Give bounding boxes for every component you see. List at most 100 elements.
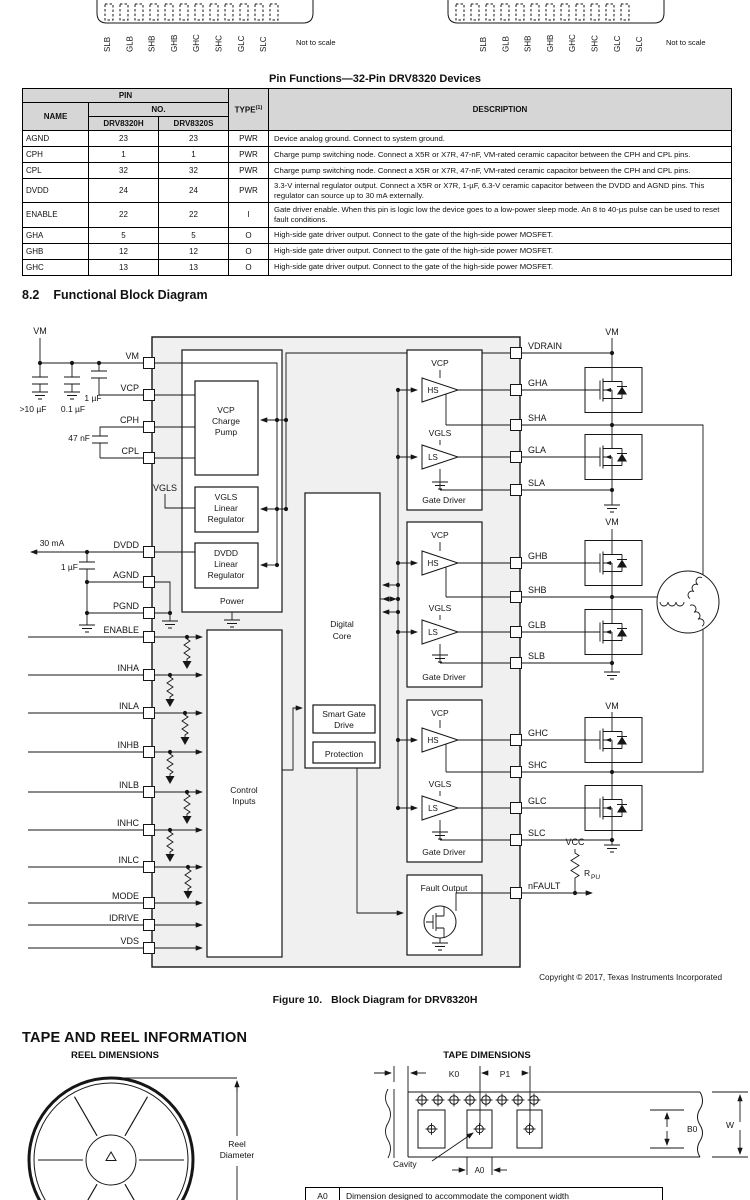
cell-value: 22	[88, 202, 159, 228]
package-pin-stub	[194, 3, 204, 21]
package-pin-stub	[134, 3, 144, 21]
pin-label-pgnd: PGND	[113, 601, 140, 611]
col-drv8320s: DRV8320S	[158, 116, 229, 131]
pin-idrive	[143, 919, 155, 931]
bypass-cap-label: 0.1 µF	[61, 404, 85, 414]
package-pin-stub	[455, 3, 465, 21]
pin-dvdd	[143, 546, 155, 558]
package-pin-stub	[590, 3, 600, 21]
pin-label-vm: VM	[126, 351, 140, 361]
tape-reel-heading: TAPE AND REEL INFORMATION	[22, 1030, 248, 1046]
gate-driver-title: Gate Driver	[422, 672, 466, 682]
vcp-charge-pump-label: Pump	[215, 427, 237, 437]
vgls-regulator-label: Regulator	[208, 514, 245, 524]
package-pin-label: SHC	[215, 35, 224, 52]
ls-driver-label: LS	[428, 628, 438, 637]
pin-label-gla: GLA	[528, 445, 546, 455]
gate-driver-vgls-label: VGLS	[429, 603, 452, 613]
cell-value: 1	[88, 146, 159, 163]
a0-key: A0	[306, 1188, 340, 1200]
cell-value: 13	[158, 258, 229, 276]
pin-ghb	[510, 557, 522, 569]
junction-dot	[283, 417, 289, 423]
junction-dot	[572, 890, 578, 896]
pin-glc	[510, 802, 522, 814]
package-pin-stub	[515, 3, 525, 21]
pin-label-dvdd: DVDD	[113, 540, 139, 550]
reel-dimensions-title: REEL DIMENSIONS	[71, 1050, 159, 1061]
gate-driver-block	[406, 349, 483, 511]
pin-label-ghb: GHB	[528, 551, 548, 561]
pin-label-enable: ENABLE	[103, 625, 139, 635]
cell-description: Charge pump switching node. Connect a X5…	[268, 146, 732, 163]
junction-dot	[37, 360, 43, 366]
cell-value: 32	[88, 162, 159, 179]
junction-dot	[609, 594, 615, 600]
package-pin-label: GHB	[170, 35, 179, 52]
pin-label-nfault: nFAULT	[528, 881, 561, 891]
junction-dot	[395, 560, 401, 566]
package-pin-stub	[545, 3, 555, 21]
section-number: 8.2	[22, 288, 40, 302]
cell-value: 13	[88, 258, 159, 276]
cell-value: O	[228, 242, 269, 260]
junction-dot	[395, 387, 401, 393]
pin-inlc	[143, 861, 155, 873]
gate-driver-vgls-label: VGLS	[429, 428, 452, 438]
cell-pin-name: DVDD	[22, 177, 89, 204]
cell-description: High-side gate driver output. Connect to…	[268, 258, 732, 276]
junction-dot	[283, 506, 289, 512]
package-pin-label: GLB	[125, 36, 134, 52]
cell-description: High-side gate driver output. Connect to…	[268, 226, 732, 244]
package-pin-label: GLB	[501, 36, 510, 52]
dvdd-regulator-label: Linear	[214, 559, 238, 569]
cell-value: PWR	[228, 162, 269, 179]
cell-description: Charge pump switching node. Connect a X5…	[268, 162, 732, 179]
pin-agnd	[143, 576, 155, 588]
cell-description: 3.3-V internal regulator output. Connect…	[268, 177, 732, 204]
pin-inhc	[143, 824, 155, 836]
bulk-cap-label: >10 µF	[20, 404, 47, 414]
pin-gla	[510, 451, 522, 463]
junction-dot	[274, 562, 280, 568]
rpu-label: R	[584, 868, 590, 878]
junction-dot	[395, 737, 401, 743]
package-pin-stub	[560, 3, 570, 21]
package-pin-label: SHB	[524, 36, 533, 52]
motor-coil	[659, 601, 685, 607]
col-type: TYPE(1)	[228, 88, 269, 131]
pin-slb	[510, 657, 522, 669]
cell-value: 22	[158, 202, 229, 228]
junction-dot	[274, 417, 280, 423]
pin-label-vds: VDS	[120, 936, 139, 946]
ls-driver-label: LS	[428, 453, 438, 462]
vgls-regulator-label: VGLS	[215, 492, 238, 502]
flying-cap-label: 47 nF	[68, 433, 90, 443]
package-pin-label: SLC	[259, 36, 268, 52]
junction-dot	[84, 610, 90, 616]
hs-driver-label: HS	[427, 559, 438, 568]
pin-label-shb: SHB	[528, 585, 547, 595]
cell-value: 12	[158, 242, 229, 260]
pin-enable	[143, 631, 155, 643]
pin-shc	[510, 766, 522, 778]
junction-dot	[395, 609, 401, 615]
dvdd-cap-label: 1 µF	[61, 562, 78, 572]
pin-sla	[510, 484, 522, 496]
package-pin-stub	[104, 3, 114, 21]
pin-nfault	[510, 887, 522, 899]
pin-shb	[510, 591, 522, 603]
pin-label-cph: CPH	[120, 415, 139, 425]
package-pin-stub	[179, 3, 189, 21]
package-pin-stub	[605, 3, 615, 21]
pin-label-glc: GLC	[528, 796, 547, 806]
pin-inlb	[143, 786, 155, 798]
col-description: DESCRIPTION	[268, 88, 732, 131]
cell-value: O	[228, 258, 269, 276]
pin-label-glb: GLB	[528, 620, 546, 630]
